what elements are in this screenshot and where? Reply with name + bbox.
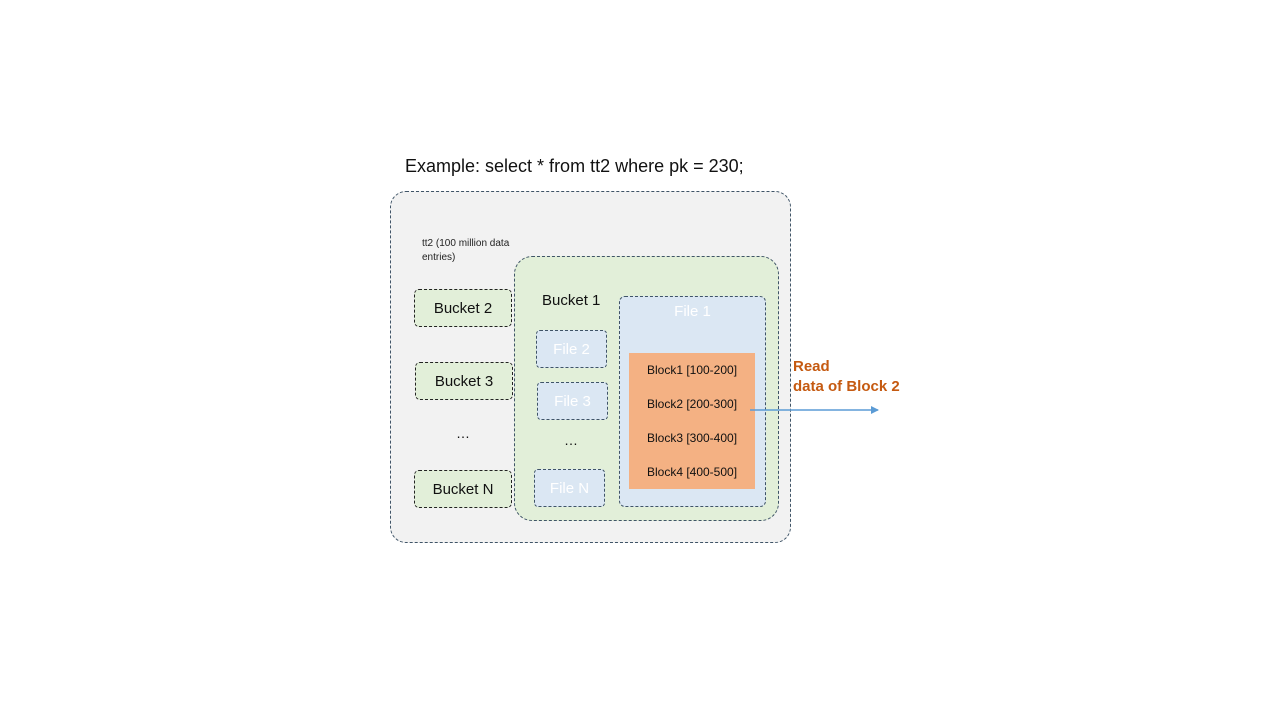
read-label-line-2: data of Block 2 bbox=[793, 378, 900, 395]
block-4: Block4 [400-500] bbox=[629, 455, 755, 489]
bucket-2: Bucket 2 bbox=[414, 289, 512, 327]
block-1: Block1 [100-200] bbox=[629, 353, 755, 387]
diagram-title: Example: select * from tt2 where pk = 23… bbox=[405, 156, 744, 176]
file-n: File N bbox=[534, 469, 605, 507]
bucket-n: Bucket N bbox=[414, 470, 512, 508]
file-1-label: File 1 bbox=[674, 303, 711, 320]
read-label-line-1: Read bbox=[793, 358, 830, 375]
bucket-3: Bucket 3 bbox=[415, 362, 513, 400]
block-2: Block2 [200-300] bbox=[629, 387, 755, 421]
bucket-ellipsis: … bbox=[456, 425, 470, 441]
table-label: tt2 (100 million data entries) bbox=[422, 238, 510, 263]
read-label: Read data of Block 2 bbox=[793, 357, 900, 397]
bucket-1-label: Bucket 1 bbox=[542, 292, 601, 309]
file-ellipsis: … bbox=[564, 432, 578, 448]
file-3: File 3 bbox=[537, 382, 608, 420]
block-3: Block3 [300-400] bbox=[629, 421, 755, 455]
file-2: File 2 bbox=[536, 330, 607, 368]
